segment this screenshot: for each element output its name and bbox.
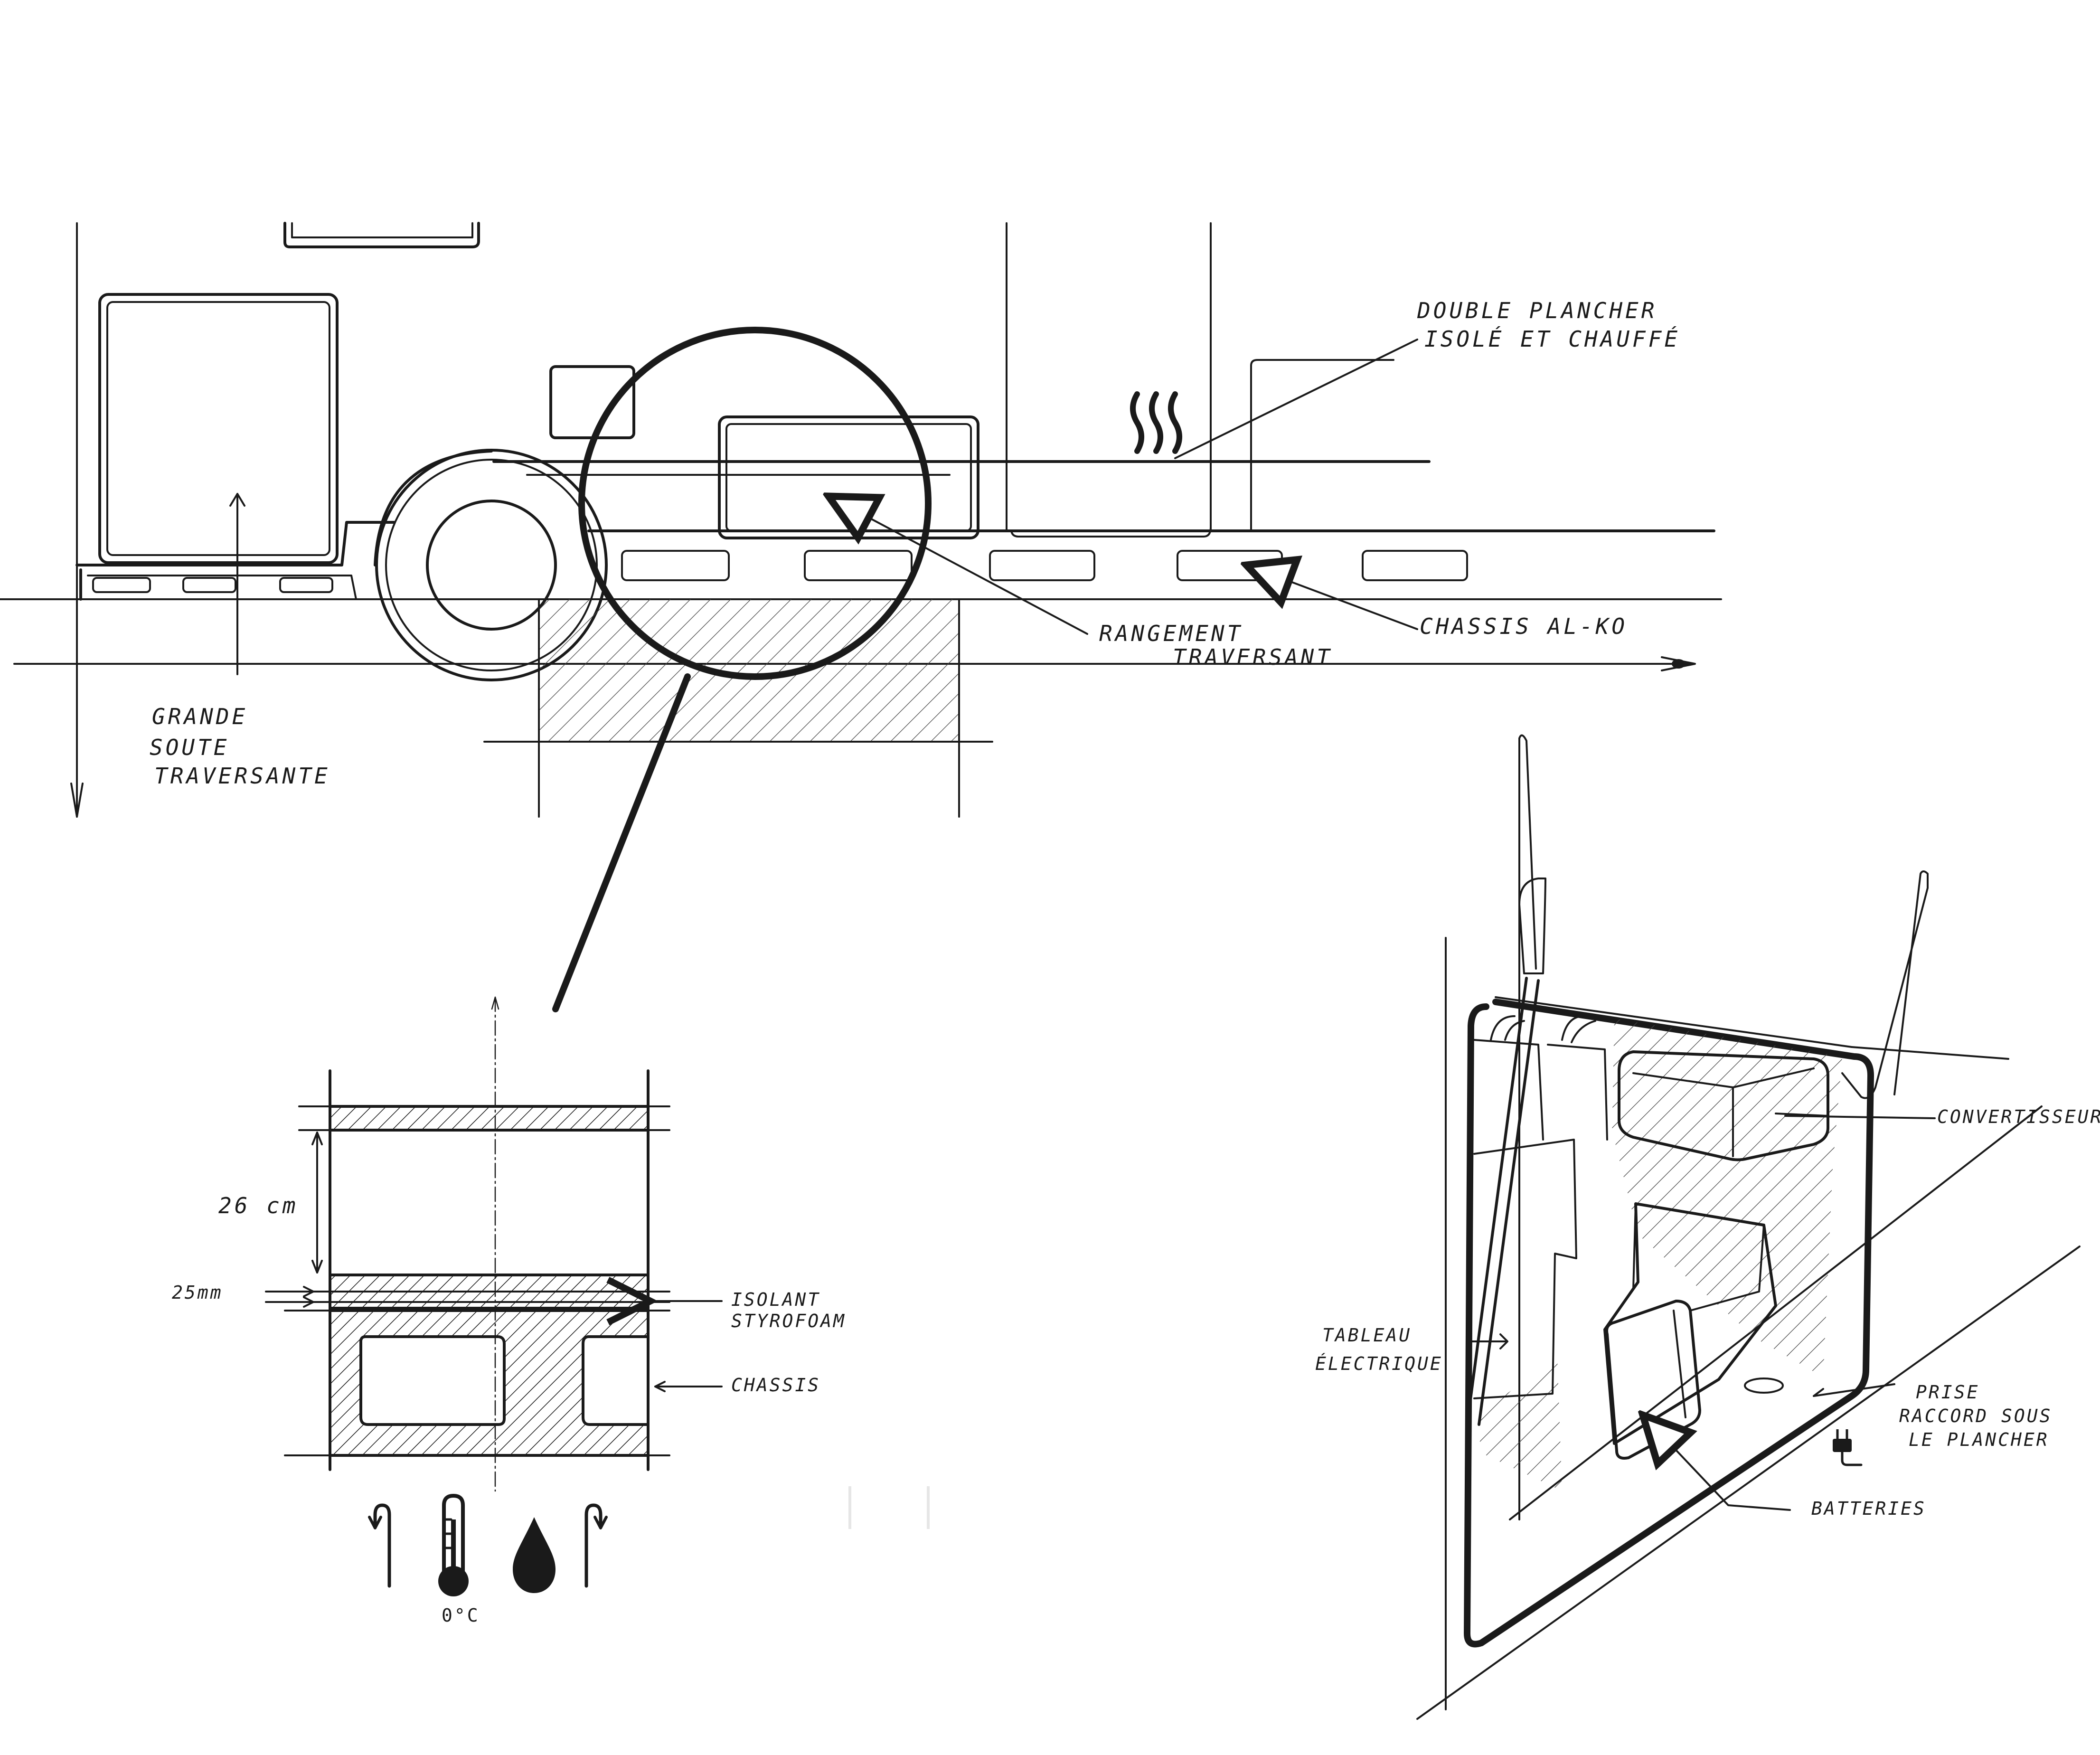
- batteries-label: BATTERIES: [1811, 1498, 1926, 1519]
- panel-label-line1: TABLEAU: [1322, 1325, 1412, 1346]
- power-plug-icon: [1833, 1429, 1863, 1466]
- panel-label-line2: ÉLECTRIQUE: [1315, 1353, 1443, 1374]
- side-view: DOUBLE PLANCHER ISOLÉ ET CHAUFFÉ RANGEME…: [0, 222, 1722, 1012]
- upper-window: [283, 222, 480, 248]
- right-wall-hatch: [1614, 1140, 1833, 1377]
- up-arrow-icon: [584, 1503, 608, 1588]
- plug-label-line2: RACCORD SOUS: [1899, 1406, 2053, 1426]
- plug-label-line3: LE PLANCHER: [1909, 1429, 2049, 1450]
- up-arrow-icon: [368, 1503, 391, 1588]
- large-locker-leader: [229, 493, 245, 675]
- magnifier-handle: [552, 673, 691, 1012]
- opened-hatch: [1841, 870, 1929, 1099]
- door-frame: [1518, 734, 1537, 970]
- plug-label-line1: PRISE: [1916, 1382, 1979, 1403]
- hatch-hinge: [1518, 878, 1546, 974]
- storage-door-inner: [725, 423, 972, 532]
- front-vents: [92, 577, 333, 593]
- chassis-section: [329, 1309, 650, 1457]
- ground-arrow-tail: [1672, 659, 1685, 669]
- floor-section-detail: 26 cm 25mm ISOLANT STYROFOAM CHASSIS 0°C: [172, 996, 930, 1626]
- rear-wheel: [374, 449, 608, 681]
- dim-26cm-label: 26 cm: [218, 1193, 298, 1218]
- compartment-outline: [1464, 999, 1874, 1648]
- back-wall-hatch: [1612, 1019, 1842, 1168]
- double-floor-label-line2: ISOLÉ ET CHAUFFÉ: [1424, 326, 1680, 352]
- ground-perspective-line: [1416, 1245, 2081, 1720]
- storage-door: [718, 415, 979, 539]
- locker-label-line3: TRAVERSANTE: [154, 763, 330, 789]
- section-axis-arrow: [491, 996, 499, 1010]
- left-axis-arrow: [70, 783, 84, 818]
- storage-label-line1: RANGEMENT: [1099, 621, 1243, 646]
- locker-label-line1: GRANDE: [152, 704, 248, 729]
- panel-shelves: [1473, 1039, 1608, 1141]
- small-window: [549, 365, 635, 439]
- chassis-detail-label: CHASSIS: [731, 1375, 820, 1396]
- cutaway-view: CONVERTISSEUR TABLEAU ÉLECTRIQUE PRISE R…: [1315, 734, 2100, 1720]
- panel-cables: [1490, 1015, 1596, 1043]
- chassis-leader: [1246, 565, 1418, 630]
- rear-door-outline: [1250, 359, 1394, 532]
- storage-label-line2: TRAVERSANT: [1173, 644, 1333, 670]
- temperature-label: 0°C: [442, 1605, 480, 1626]
- storage-leader: [829, 496, 1088, 635]
- water-drop-icon: [513, 1517, 556, 1593]
- upper-window-inner: [291, 222, 473, 238]
- battery-block-front: [1605, 1300, 1701, 1460]
- converter-leader: [1784, 1115, 1936, 1119]
- ground-hatch: [539, 599, 959, 742]
- large-locker-door: [98, 293, 339, 564]
- thermometer-icon: [438, 1494, 469, 1596]
- under-floor-socket: [1744, 1378, 1784, 1394]
- insulation-label-line1: ISOLANT: [731, 1289, 820, 1310]
- insulation-label-line2: STYROFOAM: [731, 1311, 846, 1331]
- front-skirt: [87, 575, 357, 600]
- gas-strut: [1466, 977, 1528, 1426]
- underfloor-vents: [621, 550, 1468, 581]
- large-locker-door-inner: [106, 301, 330, 556]
- locker-label-line2: SOUTE: [150, 735, 229, 760]
- electrical-panel: [1473, 1139, 1577, 1399]
- sill-line: [1851, 1046, 2009, 1060]
- plug-leader: [1813, 1383, 1895, 1397]
- converter-box: [1618, 1050, 1829, 1161]
- double-floor-leader: [1174, 339, 1418, 459]
- entry-step: [1010, 526, 1212, 538]
- body-sill-front: [75, 521, 396, 566]
- compartment-top-line: [1495, 996, 1853, 1048]
- batteries-leader: [1643, 1415, 1791, 1511]
- dim-25mm-label: 25mm: [172, 1282, 223, 1303]
- double-floor-label-line1: DOUBLE PLANCHER: [1417, 298, 1657, 323]
- panel-base-hatch: [1477, 1358, 1562, 1491]
- heat-icon: [1130, 391, 1182, 454]
- upper-floor-slab: [329, 1105, 650, 1132]
- converter-label: CONVERTISSEUR: [1937, 1106, 2100, 1127]
- chassis-label: CHASSIS AL-KO: [1420, 613, 1628, 639]
- magnifier-circle: [578, 327, 932, 680]
